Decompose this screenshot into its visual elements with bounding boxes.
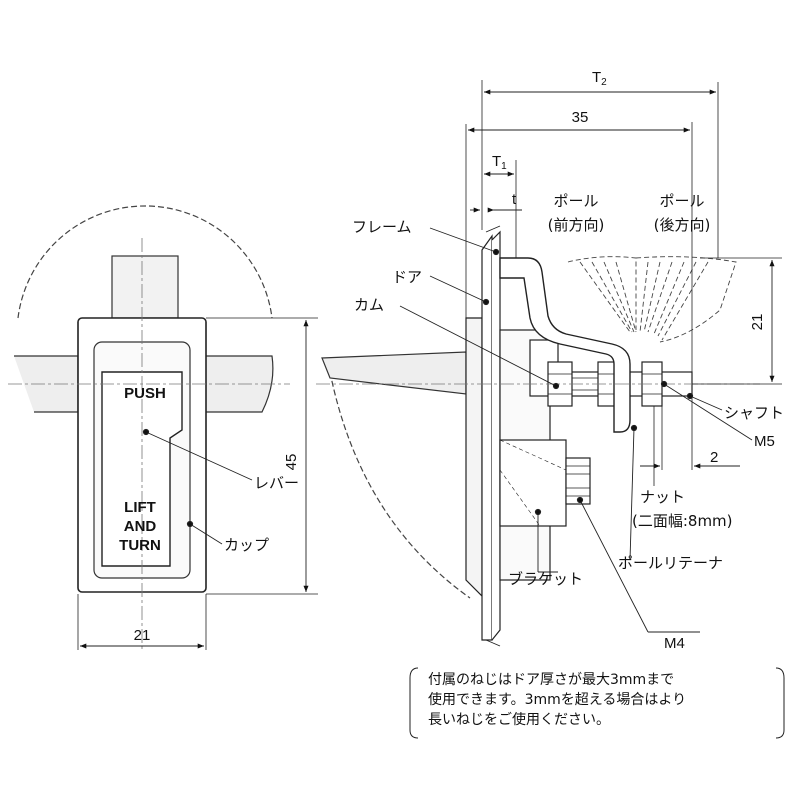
m4-label: M4 xyxy=(664,635,685,652)
door-label: ドア xyxy=(392,268,422,286)
turn-text: TURN xyxy=(119,537,161,554)
dim-t1-text: T1 xyxy=(492,153,507,172)
pawl-retainer-label: ポールリテーナ xyxy=(618,554,723,572)
pawl-rear-outline xyxy=(567,256,737,343)
dim-35-text: 35 xyxy=(572,109,589,126)
pawl-rear-label-2: (後方向) xyxy=(654,216,711,234)
frame-label: フレーム xyxy=(352,218,412,236)
lift-text: LIFT xyxy=(124,499,156,516)
rotation-arc-side xyxy=(329,371,471,599)
lever-band-left xyxy=(14,355,79,413)
front-view xyxy=(8,205,318,650)
footnote: 付属のねじはドア厚さが最大3mmまで 使用できます。3mmを超える場合はより 長… xyxy=(428,672,686,728)
note-line-2: 使用できます。3mmを超える場合はより xyxy=(428,691,686,708)
pawl-front xyxy=(499,257,631,433)
front-view-text: PUSH LIFT AND TURN レバー カップ 45 21 xyxy=(119,385,300,644)
bracket-label: ブラケット xyxy=(508,570,583,588)
push-text: PUSH xyxy=(124,385,166,402)
lever-side-band xyxy=(321,351,467,395)
dim-2-text: 2 xyxy=(710,449,718,466)
dim-t2-text: T2 xyxy=(592,69,607,88)
m5-label: M5 xyxy=(754,433,775,450)
note-line-3: 長いねじをご使用ください。 xyxy=(428,711,610,728)
lever-stub xyxy=(111,255,179,319)
door-panel xyxy=(481,234,493,641)
dim-21-right-text: 21 xyxy=(749,314,766,331)
frame-plate xyxy=(491,230,501,641)
m4-screw-head xyxy=(565,457,591,505)
pawl-front-label-1: ポール xyxy=(553,192,598,210)
side-view-text: T2 35 T1 t ポール (前方向) ポール (後方向) フレーム ドア カ… xyxy=(352,69,784,652)
lever-label: レバー xyxy=(254,474,299,492)
nut-label-2: (二面幅:8mm) xyxy=(632,512,733,530)
pawl-rear-label-1: ポール xyxy=(659,192,704,210)
and-text: AND xyxy=(124,518,157,535)
pawl-front-label-2: (前方向) xyxy=(548,216,605,234)
bracket-block xyxy=(499,439,567,527)
dim-21-text: 21 xyxy=(134,627,151,644)
dim-45-text: 45 xyxy=(283,454,300,471)
note-bracket-right xyxy=(775,667,785,739)
note-line-1: 付属のねじはドア厚さが最大3mmまで xyxy=(428,672,674,688)
rotation-arc-front xyxy=(17,205,273,319)
side-view xyxy=(316,80,785,739)
shaft-label: シャフト xyxy=(724,404,784,422)
cup-label: カップ xyxy=(224,536,269,554)
cup-flange xyxy=(465,317,483,598)
nut-label-1: ナット xyxy=(640,488,685,506)
note-bracket-left xyxy=(409,667,419,739)
cam-label: カム xyxy=(354,296,384,314)
dim-t-text: t xyxy=(512,191,517,208)
